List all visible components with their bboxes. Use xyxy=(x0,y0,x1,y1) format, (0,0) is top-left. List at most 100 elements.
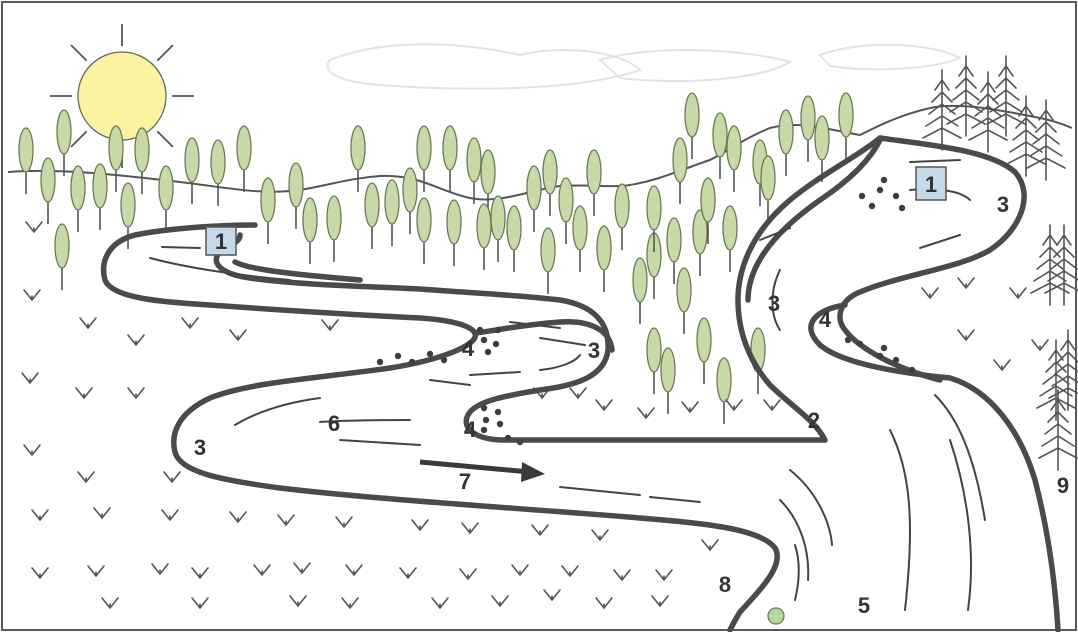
grass-tuft-icon xyxy=(76,388,92,398)
grass-tuft-icon xyxy=(128,335,144,345)
deciduous-tree-icon xyxy=(327,196,341,262)
label-7: 7 xyxy=(459,469,471,494)
grass-tuft-icon xyxy=(336,517,352,527)
pine-tree-icon xyxy=(1027,100,1065,180)
grass-tuft-icon xyxy=(570,388,586,398)
grass-tuft-icon xyxy=(958,278,974,288)
settlement-right: 1 xyxy=(916,167,946,200)
deciduous-tree-icon xyxy=(507,206,521,272)
grass-tuft-icon xyxy=(460,569,476,579)
grass-tuft-icon xyxy=(544,590,560,600)
grass-tuft-icon xyxy=(400,568,416,578)
sediment-dot xyxy=(477,327,483,333)
deciduous-tree-icon xyxy=(573,206,587,272)
grass-tuft-icon xyxy=(596,400,612,410)
deciduous-tree-icon xyxy=(761,156,775,222)
sediment-dot xyxy=(505,435,511,441)
deciduous-tree-icon xyxy=(385,180,399,246)
grass-tuft-icon xyxy=(346,565,362,575)
sediment-dot xyxy=(495,327,501,333)
grass-tuft-icon xyxy=(26,222,42,232)
deciduous-tree-icon xyxy=(417,126,431,192)
label-4-right: 4 xyxy=(819,307,832,332)
sediment-dot xyxy=(869,203,875,209)
grass-tuft-icon xyxy=(94,508,110,518)
grass-tuft-icon xyxy=(512,565,528,575)
deciduous-tree-icon xyxy=(71,166,85,232)
pine-tree-icon xyxy=(1037,340,1075,420)
deciduous-tree-icon xyxy=(673,138,687,204)
deciduous-tree-icon xyxy=(527,166,541,232)
deciduous-tree-icon xyxy=(779,110,793,176)
deciduous-tree-icon xyxy=(351,126,365,192)
deciduous-tree-icon xyxy=(839,93,853,159)
sediment-dot xyxy=(893,193,899,199)
grass-tuft-icon xyxy=(726,400,742,410)
deciduous-tree-icon xyxy=(559,178,573,244)
deciduous-tree-icon xyxy=(93,164,107,230)
grass-tuft-icon xyxy=(80,318,96,328)
grass-tuft-icon xyxy=(162,510,178,520)
grass-tuft-icon xyxy=(1032,340,1048,350)
sediment-dot xyxy=(481,337,487,343)
deciduous-tree-icon xyxy=(633,258,647,324)
flow-arrow xyxy=(420,462,545,482)
grass-tuft-icon xyxy=(638,408,654,418)
sediment-dot xyxy=(909,367,915,373)
label-3-center: 3 xyxy=(588,338,600,363)
grass-tuft-icon xyxy=(492,596,508,606)
grass-tuft-icon xyxy=(192,568,208,578)
sediment-dot xyxy=(881,345,887,351)
sediment-dot xyxy=(427,351,433,357)
sun-ray xyxy=(157,45,173,61)
label-4-lower-center: 4 xyxy=(464,417,477,442)
grass-tuft-icon xyxy=(462,523,478,533)
grass-tuft-icon xyxy=(230,512,246,522)
grass-tuft-icon xyxy=(342,598,358,608)
grass-tuft-icon xyxy=(412,520,428,530)
deciduous-tree-icon xyxy=(615,184,629,250)
grass-tuft-icon xyxy=(32,568,48,578)
deciduous-tree-icon xyxy=(647,328,661,394)
grass-tuft-icon xyxy=(958,330,974,340)
grass-tuft-icon xyxy=(614,570,630,580)
label-4-center: 4 xyxy=(462,336,475,361)
deciduous-tree-icon xyxy=(289,163,303,229)
grass-tuft-icon xyxy=(230,330,246,340)
grass-tuft-icon xyxy=(22,373,38,383)
label-6: 6 xyxy=(328,411,340,436)
sediment-dot xyxy=(485,349,491,355)
grass-tuft-icon xyxy=(1010,288,1026,298)
deciduous-tree-icon xyxy=(417,198,431,264)
grass-tuft-icon xyxy=(182,318,198,328)
label-8: 8 xyxy=(719,572,731,597)
deciduous-tree-icon xyxy=(713,113,727,179)
grass-tuft-icon xyxy=(702,540,718,550)
deciduous-tree-icon xyxy=(477,204,491,270)
deciduous-tree-icon xyxy=(57,110,71,176)
grass-tuft-icon xyxy=(994,360,1010,370)
label-3-upper-right: 3 xyxy=(997,192,1009,217)
label-1-right: 1 xyxy=(925,172,937,197)
river-bank-outer-left xyxy=(104,225,778,630)
grass-tuft-icon xyxy=(24,290,40,300)
sediment-dot xyxy=(517,439,523,445)
sediment-dot xyxy=(877,187,883,193)
sediment-dot xyxy=(395,353,401,359)
sediment-dot xyxy=(899,205,905,211)
grass-tuft-icon xyxy=(652,596,668,606)
grass-tuft-icon xyxy=(922,288,938,298)
sediment-dot xyxy=(481,405,487,411)
grass-tuft-icon xyxy=(592,530,608,540)
deciduous-tree-icon xyxy=(443,126,457,192)
pine-tree-icon xyxy=(1039,390,1077,470)
sun-ray xyxy=(71,45,87,61)
sediment-dot xyxy=(497,421,503,427)
deciduous-tree-icon xyxy=(403,168,417,234)
deciduous-tree-icon xyxy=(303,198,317,264)
sediment-dot xyxy=(859,193,865,199)
deciduous-tree-icon xyxy=(661,348,675,414)
label-1-left: 1 xyxy=(215,229,227,254)
deciduous-tree-icon xyxy=(727,126,741,192)
